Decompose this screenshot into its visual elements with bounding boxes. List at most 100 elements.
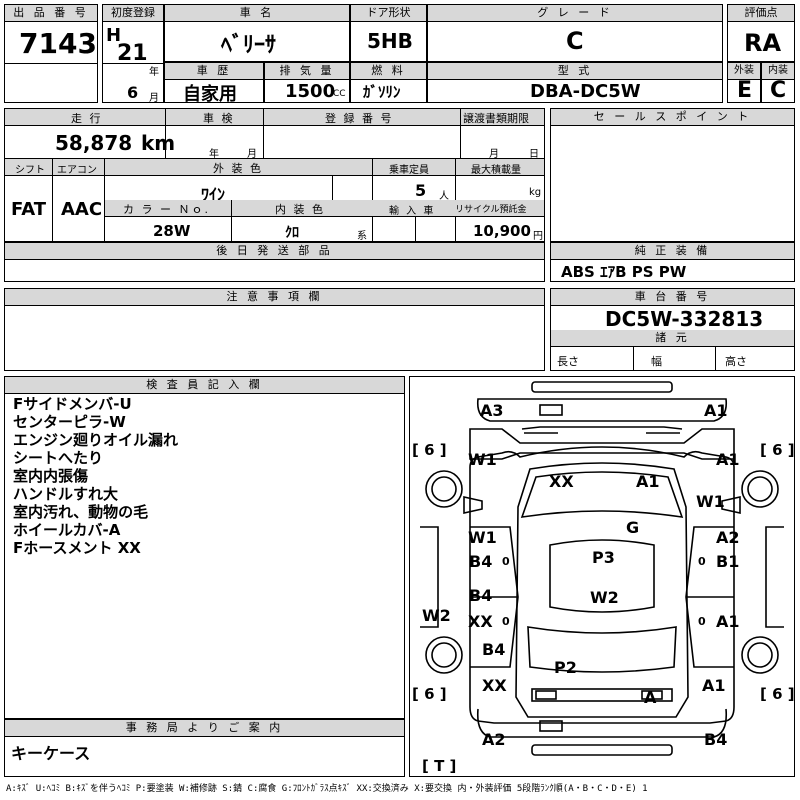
history-box: 車 歴 自家用 (164, 62, 264, 105)
damage-mark: A1 (704, 401, 728, 420)
damage-mark: A1 (636, 472, 660, 491)
length-label: 長さ (557, 355, 579, 368)
equipment-label: 純 正 装 備 (551, 243, 794, 260)
damage-mark: P3 (592, 548, 615, 567)
damage-mark: A1 (716, 612, 740, 631)
interior-box: 内装 C (761, 62, 795, 103)
damage-mark: B4 (469, 552, 492, 571)
capacity-unit: 人 (439, 191, 449, 202)
trunk-label: [ T ] (422, 757, 456, 775)
shift-label: シフト (15, 165, 45, 176)
damage-mark: A (644, 688, 657, 707)
zero-mark: 0 (698, 555, 706, 568)
damage-mark: A3 (480, 401, 504, 420)
recycle-label: リサイクル預託金 (455, 205, 527, 215)
inspector-label: 検 査 員 記 入 欄 (5, 377, 404, 394)
tyre-label-front-right: [ 6 ] (760, 441, 794, 459)
inspector-note: 室内内張傷 (13, 467, 89, 485)
height-label: 高さ (725, 355, 747, 368)
model: DBA-DC5W (530, 81, 641, 102)
tyre-label-rear-right: [ 6 ] (760, 685, 794, 703)
mileage-label: 走 行 (71, 112, 103, 125)
chassis-number: DC5W-332813 (605, 307, 764, 331)
int-color-label: 内 装 色 (275, 203, 325, 216)
color-label: 外 装 色 (213, 162, 263, 175)
notes-label: 注 意 事 項 欄 (5, 289, 544, 306)
equipment: ABS ｴｱB PS PW (561, 263, 687, 281)
inspector-note: ハンドルすれ大 (13, 485, 119, 503)
inspection-year-unit: 年 (209, 149, 219, 160)
car-name-box: 車 名 ﾍﾞﾘｰｻ (164, 4, 350, 62)
transfer-month-unit: 月 (489, 149, 499, 160)
era: H (106, 25, 122, 46)
damage-mark: W1 (696, 492, 725, 511)
ac: AAC (61, 199, 103, 220)
damage-mark: XX (549, 472, 574, 491)
inspector-box: 検 査 員 記 入 欄 Fサイドメンバ-U センターピラ-W エンジン廻りオイル… (4, 376, 405, 719)
damage-mark: B1 (716, 552, 739, 571)
tyre-label-front-left: [ 6 ] (412, 441, 447, 459)
transfer-day-unit: 日 (529, 149, 539, 160)
shift: FAT (11, 199, 47, 220)
car-name: ﾍﾞﾘｰｻ (221, 33, 277, 58)
inspector-note: Fサイドメンバ-U (13, 395, 132, 413)
damage-mark: XX (468, 612, 493, 631)
exterior-grade: E (737, 78, 753, 103)
fuel: ｶﾞｿﾘﾝ (363, 83, 401, 101)
year-unit: 年 (149, 67, 159, 78)
first-registration-label: 初度登録 (103, 5, 163, 22)
month-unit: 月 (149, 93, 159, 104)
office-box: 事 務 局 よ り ご 案 内 キーケース (4, 719, 405, 777)
damage-legend: A:ｷｽﾞ U:ﾍｺﾐ B:ｷｽﾞを伴うﾍｺﾐ P:要塗装 W:補修跡 S:錆 … (6, 784, 648, 794)
fuel-label: 燃 料 (351, 63, 426, 80)
damage-mark: W2 (590, 588, 619, 607)
first-registration-box: 初度登録 H 21 年 6 月 (102, 4, 164, 104)
equipment-box: 純 正 装 備 ABS ｴｱB PS PW (550, 242, 795, 282)
lot-number: 7143 (19, 27, 97, 60)
door-label: ドア形状 (351, 5, 426, 22)
damage-mark: B4 (469, 586, 492, 605)
door-type: 5HB (367, 29, 413, 53)
damage-mark: A1 (716, 450, 740, 469)
registration-year: 21 (117, 41, 148, 66)
import-label: 輸 入 車 (389, 206, 436, 217)
capacity-label: 乗車定員 (389, 165, 429, 176)
sales-point-box: セ ー ル ス ポ イ ン ト (550, 108, 795, 242)
later-parts-box: 後 日 発 送 部 品 (4, 242, 545, 282)
chassis-box: 車 台 番 号 DC5W-332813 諸 元 長さ 幅 高さ (550, 288, 795, 371)
score-label: 評価点 (728, 5, 794, 22)
inspector-note: 室内汚れ、動物の毛 (13, 503, 149, 521)
reg-no-label: 登 録 番 号 (325, 112, 394, 125)
damage-mark: G (626, 518, 639, 537)
registration-month: 6 (127, 83, 139, 102)
lot-number-box: 出 品 番 号 7143 (4, 4, 98, 103)
specs-label: 諸 元 (551, 330, 794, 347)
car-name-label: 車 名 (165, 5, 349, 22)
load-label: 最大積載量 (471, 165, 521, 176)
transfer-label: 譲渡書類期限 (463, 112, 529, 125)
office-label: 事 務 局 よ り ご 案 内 (5, 720, 404, 737)
load-unit: kg (529, 187, 542, 198)
damage-mark: B4 (482, 640, 505, 659)
inspection-month-unit: 月 (247, 149, 257, 160)
sales-point-label: セ ー ル ス ポ イ ン ト (551, 109, 794, 126)
damage-mark: W1 (468, 450, 497, 469)
damage-mark: W2 (422, 606, 451, 625)
interior-label: 内装 (762, 63, 794, 80)
door-box: ドア形状 5HB (350, 4, 427, 62)
interior-color-suffix: 系 (357, 231, 367, 242)
tyre-label-rear-left: [ 6 ] (412, 685, 447, 703)
grade: C (566, 27, 584, 55)
width-label: 幅 (651, 355, 662, 368)
damage-mark: A2 (716, 528, 740, 547)
zero-mark: 0 (502, 615, 510, 628)
displacement-label: 排 気 量 (265, 63, 349, 80)
inspector-notes: Fサイドメンバ-U センターピラ-W エンジン廻りオイル漏れ シートへたり 室内… (13, 395, 178, 557)
inspector-note: シートへたり (13, 449, 104, 467)
damage-mark: A1 (702, 676, 726, 695)
inspection-label: 車 検 (203, 112, 235, 125)
fuel-box: 燃 料 ｶﾞｿﾘﾝ (350, 62, 427, 103)
exterior-label: 外装 (728, 63, 760, 80)
score: RA (744, 29, 782, 57)
history: 自家用 (183, 84, 237, 105)
